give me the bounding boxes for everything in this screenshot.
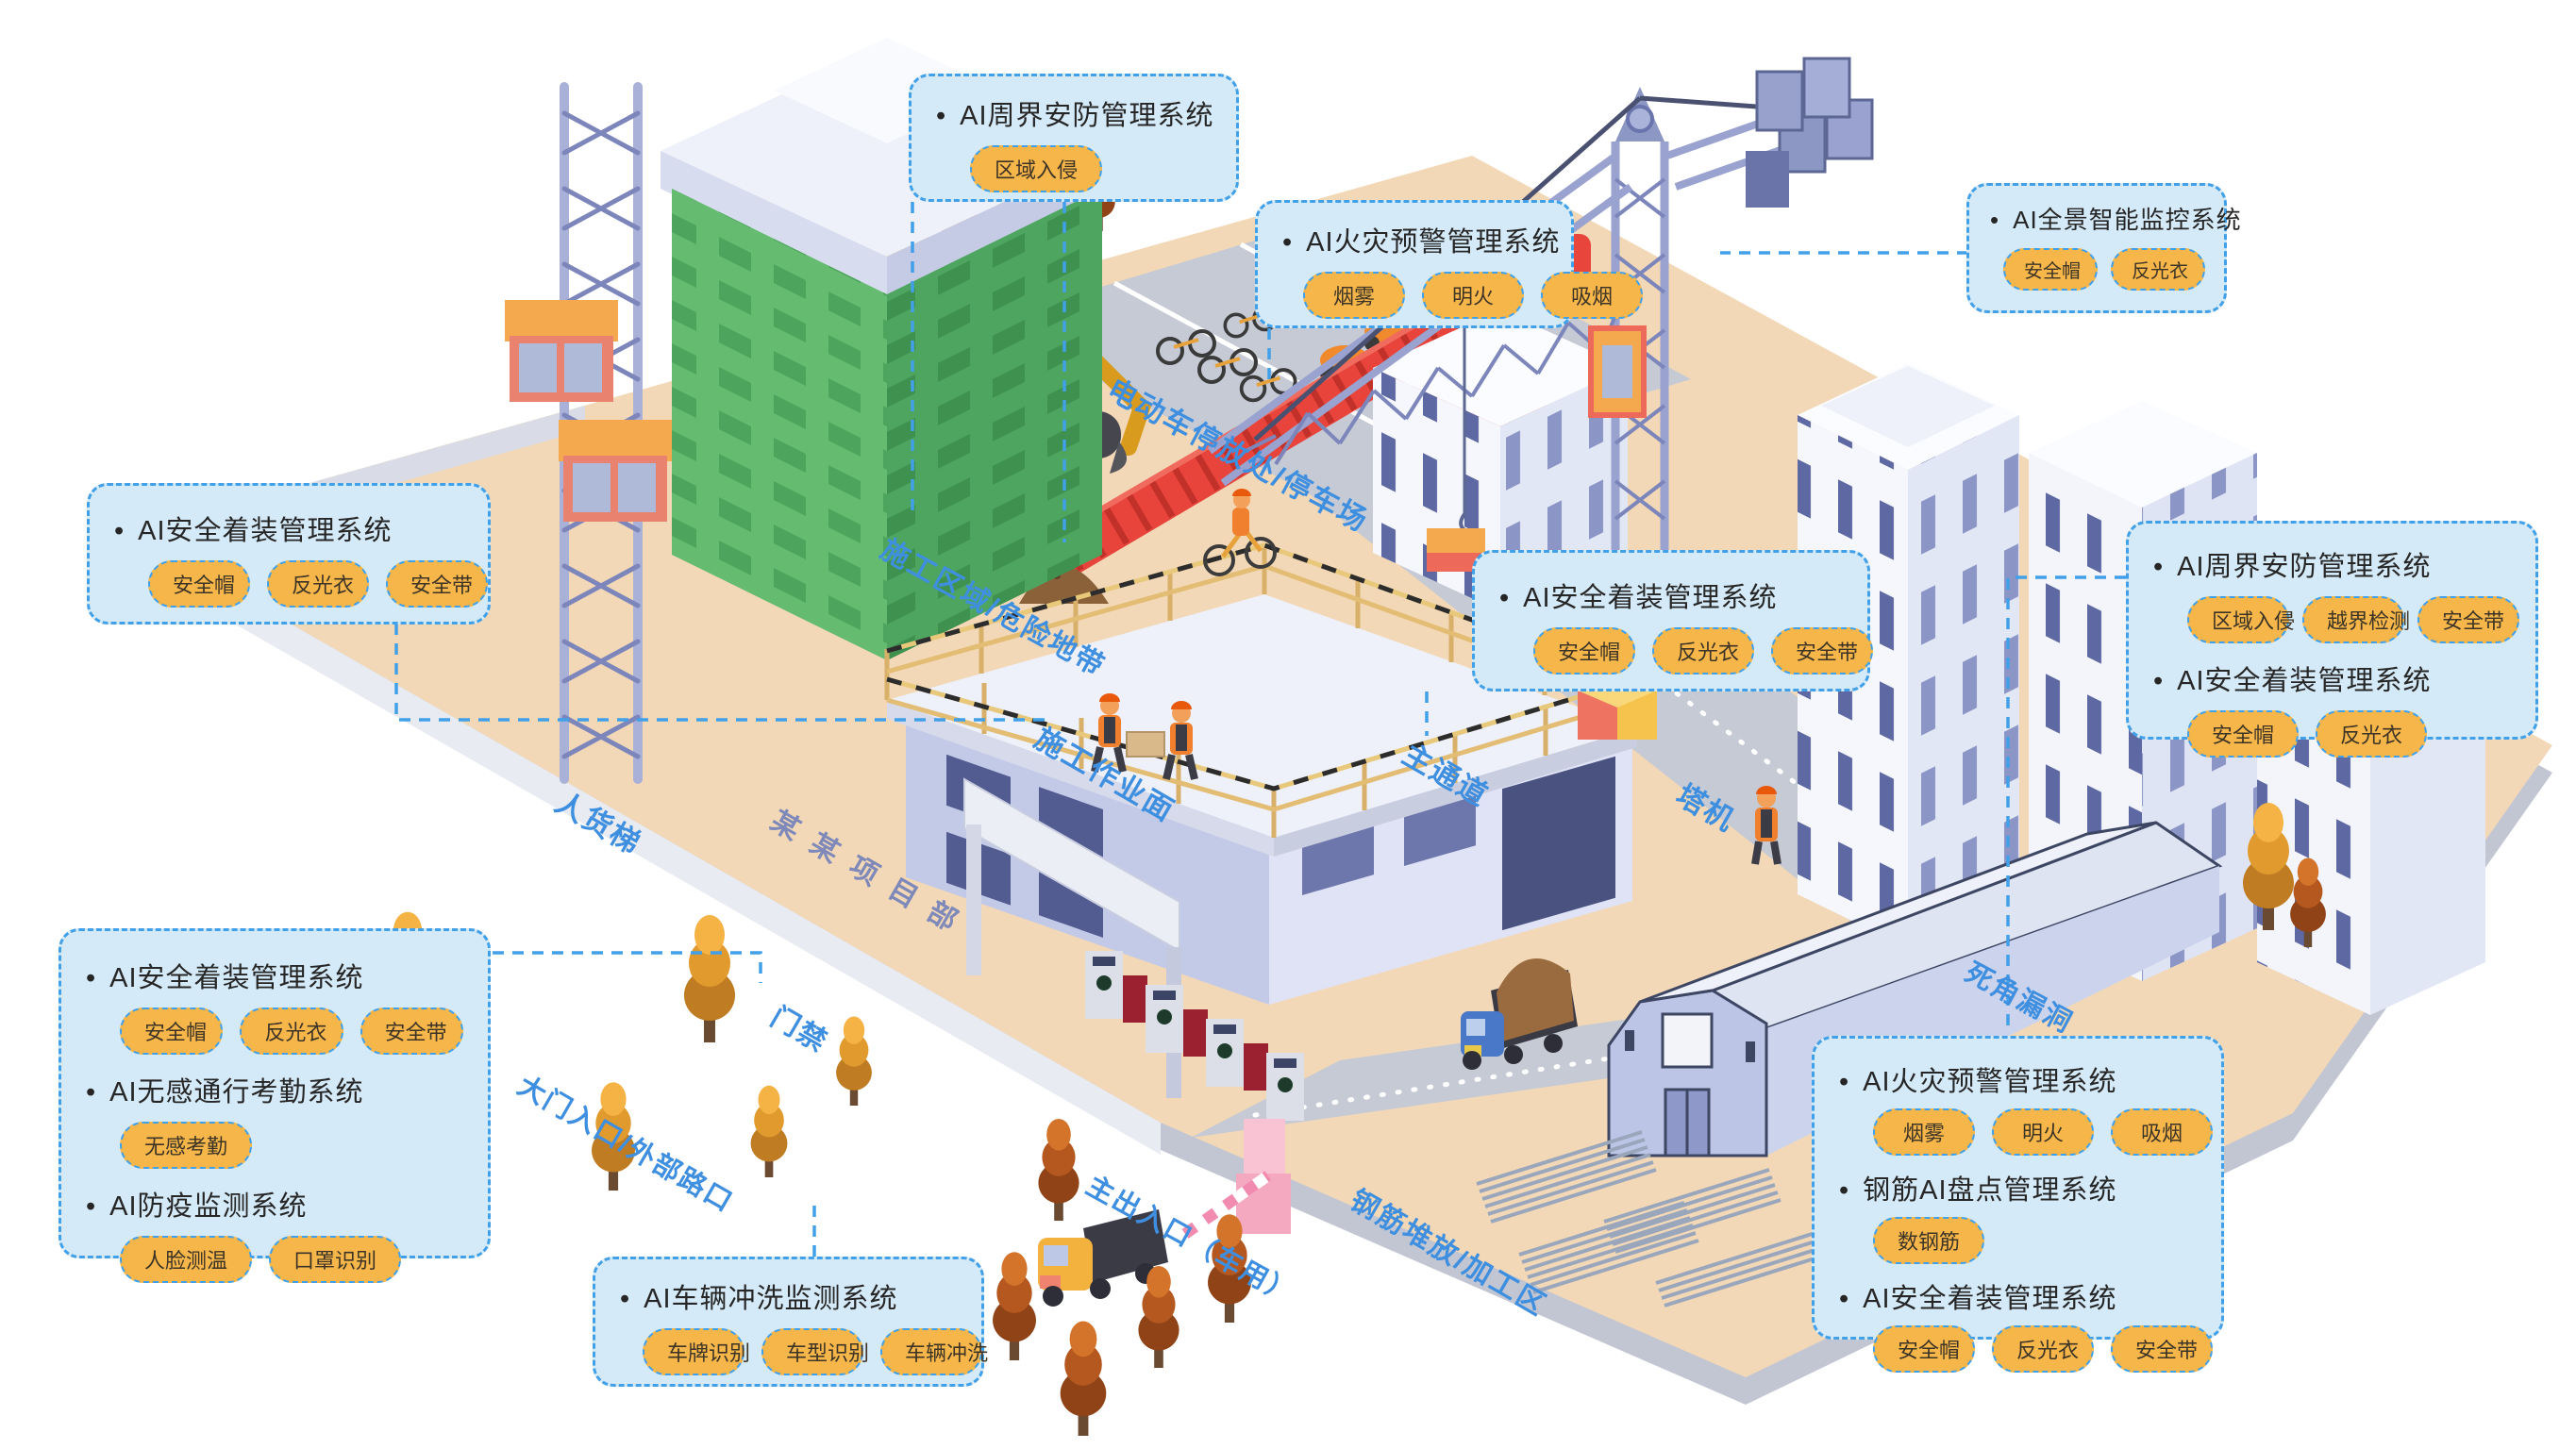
system-title: •AI火灾预警管理系统 — [1839, 1067, 2117, 1097]
tower-crane — [1207, 57, 1874, 634]
system-title: •AI安全着装管理系统 — [2153, 666, 2432, 696]
callout-attire-mid: •AI安全着装管理系统 安全帽 反光衣 安全带 — [1472, 550, 1873, 691]
feature-tag: 反光衣 — [1992, 1325, 2094, 1373]
callout-left-triple: •AI安全着装管理系统 安全帽 反光衣 安全带 •AI无感通行考勤系统 无感考勤… — [59, 928, 491, 1283]
feature-tag: 烟雾 — [1303, 272, 1405, 319]
callout-panoramic-monitoring: •AI全景智能监控系统 安全帽 反光衣 — [1966, 183, 2242, 313]
feature-tag: 吸烟 — [2111, 1108, 2213, 1156]
bullet-icon: • — [86, 1191, 97, 1222]
system-block: •AI无感通行考勤系统 无感考勤 — [86, 1070, 463, 1169]
feature-tag: 反光衣 — [267, 560, 369, 608]
bullet-icon: • — [2153, 552, 2165, 582]
system-title: •AI车辆冲洗监测系统 — [620, 1284, 898, 1314]
feature-tag: 反光衣 — [1652, 627, 1754, 675]
bullet-icon: • — [86, 963, 97, 993]
feature-tag: 车型识别 — [761, 1328, 869, 1375]
feature-tag: 口罩识别 — [269, 1236, 402, 1283]
feature-tag: 明火 — [1422, 272, 1524, 319]
bullet-icon: • — [1839, 1175, 1850, 1206]
bullet-icon: • — [1839, 1284, 1850, 1314]
bullet-icon: • — [620, 1284, 631, 1314]
callout-attire-left: •AI安全着装管理系统 安全帽 反光衣 安全带 — [87, 483, 491, 625]
cyclist — [1203, 489, 1277, 576]
bullet-icon: • — [1839, 1067, 1850, 1097]
feature-tag: 安全帽 — [148, 560, 250, 608]
blue-truck — [1461, 958, 1578, 1070]
bullet-icon: • — [1990, 206, 2000, 234]
system-title: •钢筋AI盘点管理系统 — [1839, 1175, 2117, 1206]
bullet-icon: • — [1282, 227, 1294, 258]
system-title: •AI全景智能监控系统 — [1990, 206, 2242, 234]
feature-tag: 人脸测温 — [120, 1236, 253, 1283]
bullet-icon: • — [1499, 583, 1511, 613]
system-title: •AI安全着装管理系统 — [114, 516, 393, 546]
feature-tag: 区域入侵 — [2187, 596, 2295, 643]
workers-carrying — [1091, 693, 1198, 780]
callout-vehicle-wash: •AI车辆冲洗监测系统 车牌识别 车型识别 车辆冲洗 — [593, 1257, 988, 1387]
callout-right-double: •AI周界安防管理系统 区域入侵 越界检测 安全带 •AI安全着装管理系统 安全… — [2126, 521, 2538, 758]
system-block: •AI防疫监测系统 人脸测温 口罩识别 — [86, 1184, 463, 1283]
feature-tag: 安全帽 — [2003, 248, 2098, 291]
project-gate — [963, 777, 1304, 1121]
steel-bars — [1476, 1130, 1831, 1307]
callout-perimeter-security-top: •AI周界安防管理系统 区域入侵 — [909, 74, 1239, 202]
crane-cab — [1746, 151, 1789, 208]
crane-load — [1427, 528, 1485, 555]
system-block: •AI安全着装管理系统 安全帽 反光衣 安全带 — [86, 956, 463, 1055]
feature-tag: 安全帽 — [1533, 627, 1635, 675]
feature-tag: 越界检测 — [2302, 596, 2410, 643]
bullet-icon: • — [114, 516, 125, 546]
feature-tag: 明火 — [1992, 1108, 2094, 1156]
hoist-cabin — [505, 300, 618, 402]
feature-tag: 安全带 — [2417, 596, 2519, 643]
feature-tag: 吸烟 — [1541, 272, 1643, 319]
feature-tag: 反光衣 — [2111, 248, 2205, 291]
system-title: •AI防疫监测系统 — [86, 1191, 308, 1222]
bullet-icon: • — [2153, 666, 2165, 696]
bullet-icon: • — [936, 101, 947, 131]
feature-tag: 区域入侵 — [970, 145, 1103, 192]
standing-worker — [1751, 786, 1781, 865]
system-block: •AI安全着装管理系统 安全帽 反光衣 — [2153, 658, 2511, 758]
work-surface-slab — [887, 594, 1637, 838]
callout-fire-warning-top: •AI火灾预警管理系统 烟雾 明火 吸烟 — [1255, 200, 1643, 328]
feature-tag: 烟雾 — [1873, 1108, 1975, 1156]
system-title: •AI周界安防管理系统 — [2153, 552, 2432, 582]
system-title: •AI安全着装管理系统 — [1839, 1284, 2117, 1314]
system-block: •钢筋AI盘点管理系统 数钢筋 — [1839, 1168, 2197, 1264]
feature-tag: 反光衣 — [240, 1008, 343, 1055]
bullet-icon: • — [86, 1077, 97, 1108]
feature-tag: 数钢筋 — [1873, 1217, 1985, 1264]
feature-tag: 车辆冲洗 — [880, 1328, 988, 1375]
system-title: •AI无感通行考勤系统 — [86, 1077, 364, 1108]
feature-tag: 安全带 — [360, 1008, 463, 1055]
crane-lift-cage — [1588, 325, 1647, 418]
system-block: •AI安全着装管理系统 安全帽 反光衣 安全带 — [1839, 1276, 2213, 1373]
barrier-gate — [1181, 1119, 1291, 1239]
feature-tag: 安全带 — [2111, 1325, 2213, 1373]
system-title: •AI安全着装管理系统 — [86, 963, 364, 993]
feature-tag: 安全帽 — [120, 1008, 224, 1055]
system-block: •AI火灾预警管理系统 烟雾 明火 吸烟 — [1839, 1059, 2213, 1156]
system-title: •AI周界安防管理系统 — [936, 101, 1214, 131]
feature-tag: 安全带 — [386, 560, 488, 608]
feature-tag: 无感考勤 — [120, 1122, 253, 1169]
feature-tag: 车牌识别 — [643, 1328, 750, 1375]
system-title: •AI安全着装管理系统 — [1499, 583, 1778, 613]
callout-right-triple: •AI火灾预警管理系统 烟雾 明火 吸烟 •钢筋AI盘点管理系统 数钢筋 •AI… — [1812, 1036, 2224, 1373]
turnstiles — [1085, 951, 1304, 1121]
feature-tag: 安全帽 — [1873, 1325, 1975, 1373]
hoist-cabin — [559, 420, 672, 522]
feature-tag: 反光衣 — [2316, 710, 2428, 758]
system-block: •AI周界安防管理系统 区域入侵 越界检测 安全带 — [2153, 544, 2519, 643]
system-title: •AI火灾预警管理系统 — [1282, 227, 1561, 258]
feature-tag: 安全帽 — [2187, 710, 2300, 758]
feature-tag: 安全带 — [1771, 627, 1873, 675]
yellow-truck — [1038, 1209, 1168, 1307]
